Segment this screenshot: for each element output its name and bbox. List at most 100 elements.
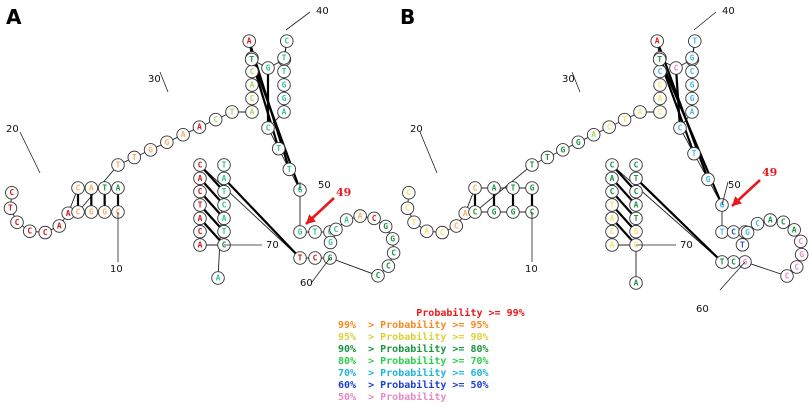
nucleotide-letter: C <box>9 188 14 197</box>
nucleotide-circle <box>605 184 619 199</box>
nucleotide-circle <box>688 34 702 48</box>
nucleotide-letter: T <box>132 153 137 162</box>
nucleotide-circle <box>261 61 275 75</box>
nucleotide-circle <box>669 61 683 75</box>
base-pair-bond <box>674 67 682 129</box>
position-label: 20 <box>6 124 19 135</box>
nucleotide-circle <box>571 135 586 150</box>
nucleotide-circle <box>685 105 699 119</box>
nucleotide-circle <box>244 52 259 67</box>
nucleotide-letter: G <box>266 64 271 73</box>
nucleotide-circle <box>308 225 322 239</box>
nucleotide: C <box>245 91 259 106</box>
nucleotide-circle <box>407 215 421 230</box>
nucleotide-letter: A <box>57 221 62 230</box>
nucleotide: T <box>735 238 750 252</box>
nucleotide: A <box>633 105 647 119</box>
position-tick <box>721 181 729 206</box>
nucleotide: G <box>385 232 400 246</box>
nucleotide: T <box>225 105 239 119</box>
nucleotide: C <box>673 121 687 135</box>
nucleotide-letter: A <box>634 201 639 210</box>
position-label: 30 <box>148 74 161 85</box>
nucleotide-circle <box>750 216 765 231</box>
nucleotide: A <box>487 181 501 195</box>
nucleotide-circle <box>277 105 291 119</box>
nucleotide-letter: A <box>591 130 596 139</box>
nucleotide: C <box>308 251 322 265</box>
nucleotide: T <box>715 255 729 269</box>
nucleotide: G <box>378 219 393 234</box>
nucleotide: G <box>277 78 291 92</box>
nucleotide-letter: A <box>610 241 615 250</box>
nucleotide-circle <box>71 205 85 219</box>
nucleotide: T <box>605 198 619 212</box>
nucleotide-letter: A <box>222 214 227 223</box>
nucleotide-letter: G <box>560 145 565 154</box>
nucleotide-circle <box>605 158 619 172</box>
nucleotide: T <box>617 112 632 127</box>
nucleotide-letter: T <box>545 153 550 162</box>
nucleotide: T <box>407 215 421 230</box>
nucleotide-circle <box>629 184 643 199</box>
panel-b-structure: CCTACCACATGCGGCTTGGACTACACCAATCATGCGGACT… <box>400 6 809 315</box>
position-label: 50 <box>318 180 331 191</box>
position-label: 60 <box>300 278 313 289</box>
nucleotide: G <box>323 235 338 250</box>
nucleotide-letter: G <box>530 184 535 193</box>
nucleotide-letter: C <box>658 81 663 90</box>
nucleotide-letter: C <box>222 201 227 210</box>
nucleotide: C <box>10 215 24 230</box>
nucleotide: A <box>339 213 354 227</box>
nucleotide-circle <box>193 184 207 199</box>
nucleotide-circle <box>605 224 619 239</box>
arrow-position-label: 49 <box>336 186 351 199</box>
nucleotide: A <box>242 34 256 48</box>
nucleotide-letter: T <box>249 55 254 64</box>
position-tick <box>19 131 41 174</box>
nucleotide-circle <box>735 238 750 252</box>
nucleotide-circle <box>217 158 231 172</box>
nucleotide-letter: C <box>440 228 445 237</box>
nucleotide-circle <box>685 51 699 65</box>
nucleotide: C <box>780 269 794 283</box>
nucleotide: T <box>127 150 142 165</box>
nucleotide-letter: G <box>511 208 516 217</box>
nucleotide: T <box>282 162 297 177</box>
nucleotide-circle <box>176 127 190 142</box>
nucleotide: G <box>740 225 755 240</box>
nucleotide-circle <box>629 224 643 239</box>
nucleotide: C <box>38 225 52 240</box>
nucleotide: A <box>650 34 664 48</box>
nucleotide-circle <box>293 251 307 265</box>
nucleotide: G <box>261 61 275 75</box>
nucleotide-letter: A <box>792 225 797 234</box>
nucleotide-circle <box>308 251 322 265</box>
nucleotide: C <box>653 78 667 92</box>
nucleotide-circle <box>217 184 231 199</box>
nucleotide-letter: C <box>405 204 410 213</box>
legend-entry: 50% > Probability <box>338 391 446 403</box>
nucleotide-letter: A <box>198 241 203 250</box>
nucleotide-circle <box>794 247 809 262</box>
nucleotide-circle <box>487 205 501 219</box>
nucleotide: C <box>685 64 699 79</box>
nucleotide: C <box>776 215 791 229</box>
nucleotide: G <box>143 143 158 157</box>
legend-entry: 99% > Probability >= 95% <box>338 319 489 331</box>
nucleotide-circle <box>605 171 619 186</box>
nucleotide-letter: T <box>511 184 516 193</box>
nucleotide-circle <box>245 78 259 92</box>
nucleotide: T <box>244 52 259 67</box>
nucleotide-letter: C <box>674 64 679 73</box>
nucleotide-circle <box>605 198 619 212</box>
nucleotide-circle <box>787 223 801 237</box>
nucleotide: T <box>525 158 539 172</box>
position-tick <box>571 71 581 93</box>
arrow-head <box>306 214 316 224</box>
nucleotide: G <box>685 51 699 65</box>
nucleotide-circle <box>242 34 256 48</box>
nucleotide-circle <box>193 198 207 212</box>
nucleotide-letter: G <box>745 228 750 237</box>
nucleotide-letter: C <box>266 124 271 133</box>
